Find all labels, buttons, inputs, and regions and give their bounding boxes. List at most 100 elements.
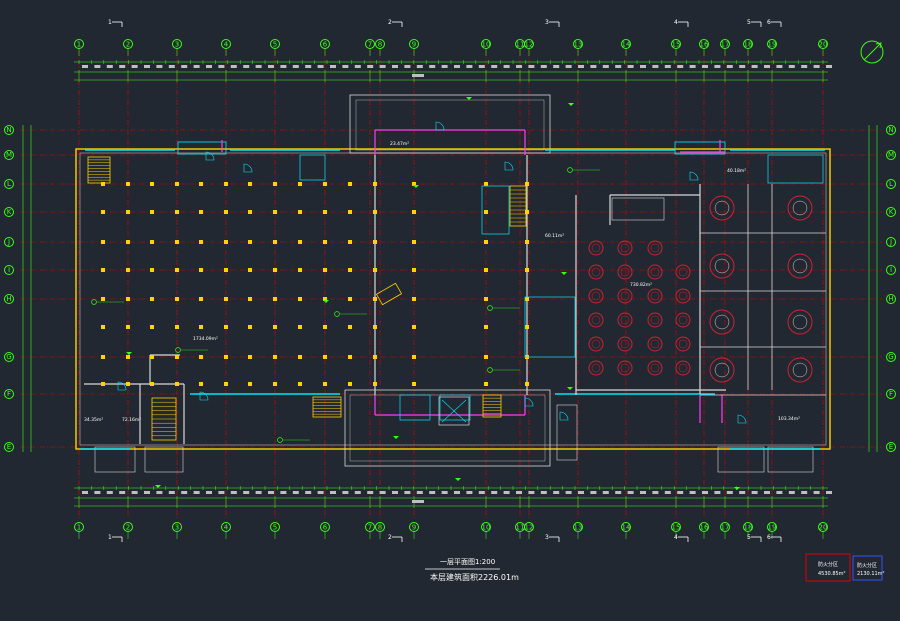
banquet-table-inner-2-2 — [650, 291, 660, 301]
top-bubble-label-1: 1 — [77, 40, 81, 48]
banquet-table-3-4 — [675, 336, 691, 352]
section-bottom-mark-label-1: 1 — [108, 534, 112, 541]
room-label-right-1: 103.34m² — [778, 416, 800, 422]
level-marker-1 — [334, 311, 340, 317]
dim-bottom-dim-text — [689, 491, 696, 494]
dim-bottom-dim-text — [652, 491, 659, 494]
banquet-table-inner-2-3 — [650, 315, 660, 325]
column-1-7 — [126, 382, 130, 386]
bottom-bubble-label-2: 2 — [126, 523, 130, 531]
column-mid-1-5 — [484, 325, 488, 329]
stair-bottom-center-frame — [482, 394, 502, 418]
dim-bottom-dim-text — [553, 491, 560, 494]
column-7-6 — [273, 355, 277, 359]
column-6-5 — [248, 325, 252, 329]
dim-bottom-dim-text — [788, 491, 795, 494]
right-bubble-label-10: E — [889, 443, 893, 451]
private-table-1-1 — [787, 253, 813, 279]
banquet-table-inner-0-4 — [591, 339, 601, 349]
bottom-bubble-label-8: 8 — [378, 523, 382, 531]
private-table-3-1 — [787, 357, 813, 383]
banquet-table-inner-3-2 — [678, 291, 688, 301]
column-11-5 — [373, 325, 377, 329]
column-0-3 — [101, 268, 105, 272]
banquet-table-1-1 — [617, 264, 633, 280]
door-7 — [689, 171, 699, 181]
private-table-inner-1-0 — [714, 258, 730, 274]
level-symbol-5 — [561, 272, 567, 275]
column-4-4 — [199, 297, 203, 301]
column-7-7 — [273, 382, 277, 386]
column-8-4 — [298, 297, 302, 301]
stair-bottom-mid-frame — [312, 396, 342, 418]
column-mid-1-0 — [484, 182, 488, 186]
banquet-table-inner-1-4 — [620, 339, 630, 349]
level-symbol-3 — [323, 300, 329, 303]
column-7-0 — [273, 182, 277, 186]
column-10-3 — [348, 268, 352, 272]
dim-bottom-dim-text — [615, 491, 622, 494]
column-mid-0-3 — [412, 268, 416, 272]
column-0-0 — [101, 182, 105, 186]
column-11-4 — [373, 297, 377, 301]
dim-top-dim-text — [416, 65, 423, 68]
top-annex-small-2 — [674, 141, 726, 155]
dim-bottom-dim-text — [516, 491, 522, 494]
bottom-bubble-label-10: 10 — [482, 523, 491, 531]
column-mid-1-3 — [484, 268, 488, 272]
door-8 — [737, 414, 747, 424]
top-bubble-label-18: 18 — [744, 40, 753, 48]
column-0-5 — [101, 325, 105, 329]
column-0-6 — [101, 355, 105, 359]
dim-bottom-dim-text — [491, 491, 498, 494]
stamp-blue-line2: 2130.11m² — [857, 571, 885, 577]
dim-top-dim-text — [478, 65, 485, 68]
dim-bottom-dim-text — [602, 491, 609, 494]
dim-top-dim-text — [268, 65, 274, 68]
private-table-inner-3-1 — [792, 362, 808, 378]
stair-bottom-mid — [312, 396, 342, 418]
banquet-table-2-5 — [647, 360, 663, 376]
service-room-6 — [767, 154, 824, 184]
dim-top-dim-text — [429, 65, 436, 68]
right-bubble-label-7: H — [888, 295, 893, 303]
dim-top-dim-text — [578, 65, 584, 68]
bottom-bubble-label-7: 7 — [368, 523, 372, 531]
dim-top-dim-text — [441, 65, 448, 68]
level-symbol-10 — [734, 487, 740, 490]
dim-top-dim-text — [739, 65, 746, 68]
dimension-chain-bottom — [74, 486, 832, 508]
column-0-7 — [101, 382, 105, 386]
column-7-3 — [273, 268, 277, 272]
private-table-0-0 — [709, 195, 735, 221]
service-room-1 — [524, 296, 576, 358]
bottom-bubble-label-4: 4 — [224, 523, 229, 531]
banquet-table-0-5 — [588, 360, 604, 376]
section-bottom-mark-label-5: 5 — [747, 534, 751, 541]
column-mid-0-7 — [412, 382, 416, 386]
dim-top-dim-text — [218, 65, 225, 68]
bottom-bubble-label-16: 16 — [700, 523, 709, 531]
left-bubble-label-6: I — [8, 266, 10, 274]
dim-top-dim-text — [714, 65, 721, 68]
top-bubble-label-19: 19 — [768, 40, 777, 48]
right-bubble-6 — [886, 265, 896, 275]
dim-bottom-dim-text — [751, 491, 758, 494]
dim-top-dim-text — [255, 65, 262, 68]
column-11-6 — [373, 355, 377, 359]
level-symbol-6 — [126, 352, 132, 355]
dim-top-total-text — [412, 74, 424, 77]
level-symbol-1 — [466, 97, 472, 100]
column-10-1 — [348, 210, 352, 214]
dim-top-dim-text — [652, 65, 659, 68]
section-top-mark-label-1: 1 — [108, 19, 112, 26]
dim-top-dim-text — [292, 65, 299, 68]
top-bubble-label-8: 8 — [378, 40, 382, 48]
column-1-0 — [126, 182, 130, 186]
level-symbol-11 — [567, 387, 573, 390]
exterior-wall-outline — [75, 148, 831, 450]
dim-top-dim-text — [813, 65, 820, 68]
bottom-bubble-label-19: 19 — [768, 523, 777, 531]
